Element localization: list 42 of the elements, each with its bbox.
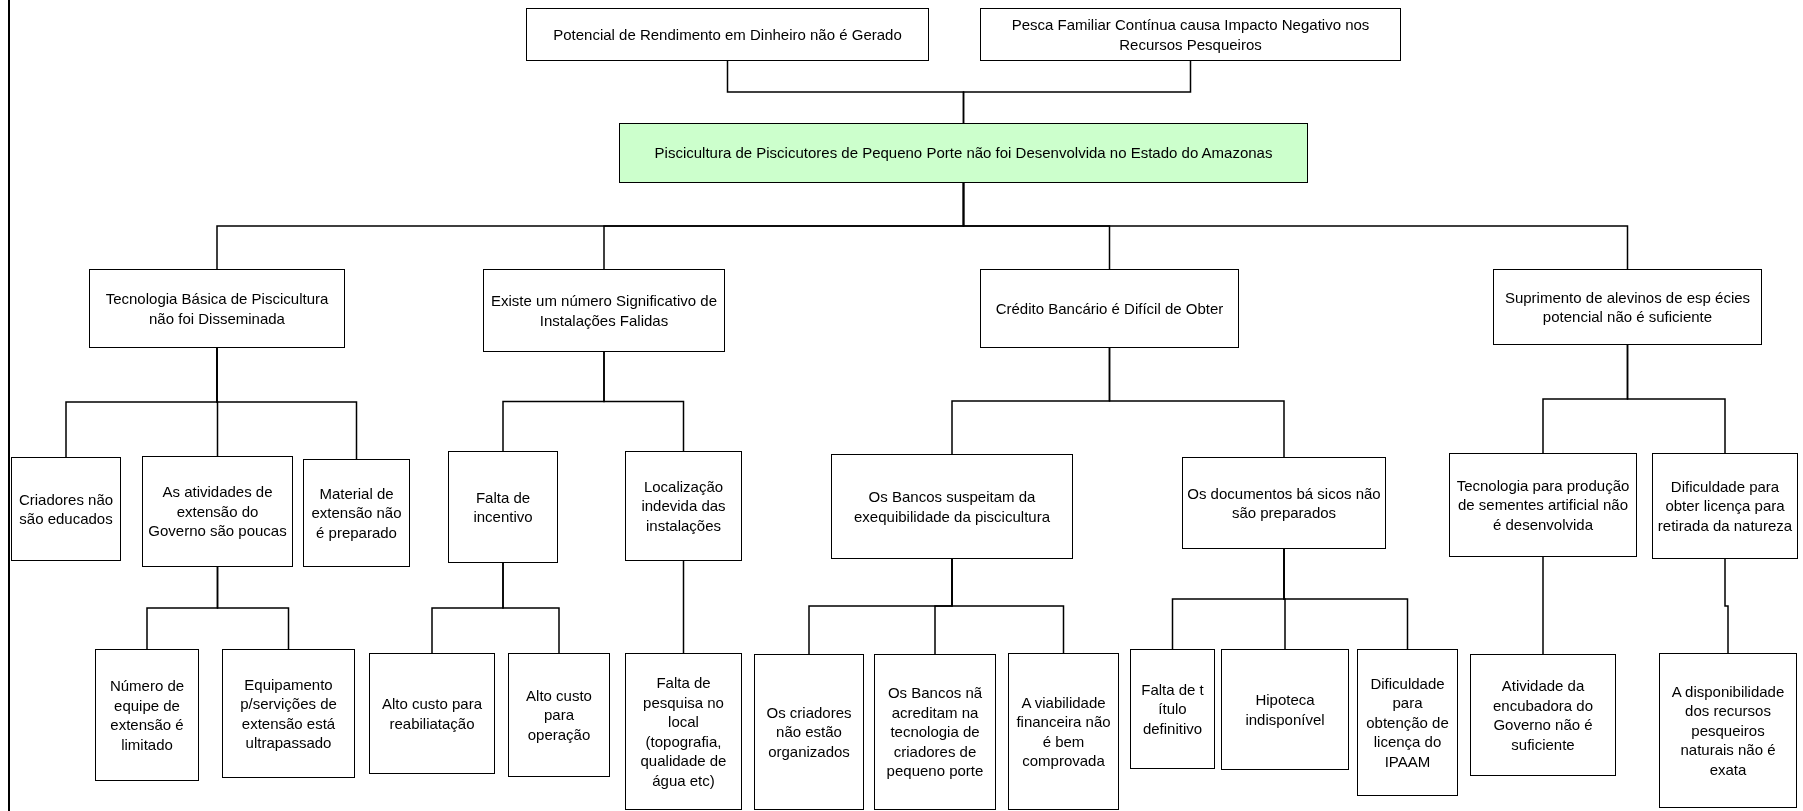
connector-line xyxy=(682,560,685,654)
connector-line xyxy=(962,60,1192,124)
cause-box: Suprimento de alevinos de esp écies potencial não é suficiente xyxy=(1493,269,1762,345)
cause-box: Os Bancos nã acreditam na tecnologia de criadores de pequeno porte xyxy=(874,654,996,810)
cause-box: Os criadores não estão organizados xyxy=(754,654,864,810)
connector-line xyxy=(1542,556,1544,655)
cause-box: Dificuldade para obter licença para retirada da natureza xyxy=(1652,453,1798,559)
connector-line xyxy=(1108,347,1285,458)
cause-box: Potencial de Rendimento em Dinheiro não é Gerado xyxy=(526,8,929,61)
cause-box: Criadores não são educados xyxy=(11,457,121,561)
cause-box: Falta de incentivo xyxy=(448,451,558,563)
connector-line xyxy=(962,182,1629,270)
cause-box: Dificuldade para obtenção de licença do IPAAM xyxy=(1357,649,1458,796)
connector-line xyxy=(502,562,560,654)
connector-line xyxy=(1283,548,1409,650)
cause-box: Equipamento p/servições de extensão está ultrapassado xyxy=(222,649,355,778)
cause-box: Hipoteca indisponível xyxy=(1221,649,1349,770)
connector-line xyxy=(216,566,290,650)
cause-box: Localização indevida das instalações xyxy=(625,451,742,561)
cause-box: Tecnologia para produção de sementes artificial não é desenvolvida xyxy=(1449,453,1637,557)
connector-line xyxy=(1724,558,1729,654)
core-problem-box: Piscicultura de Piscicutores de Pequeno Porte não foi Desenvolvida no Estado do Amazonas xyxy=(619,123,1308,183)
cause-box: Os documentos bá sicos não são preparados xyxy=(1182,457,1386,549)
cause-box: Pesca Familiar Contínua causa Impacto Negativo nos Recursos Pesqueiros xyxy=(980,8,1401,61)
cause-box: Atividade da encubadora do Governo não é suficiente xyxy=(1470,654,1616,776)
cause-box: Material de extensão não é preparado xyxy=(303,459,410,567)
connector-line xyxy=(951,558,1065,654)
cause-box: Crédito Bancário é Difícil de Obter xyxy=(980,269,1239,348)
cause-box: Alto custo para operação xyxy=(508,653,610,777)
cause-box: Falta de pesquisa no local (topografia, qualidade de água etc) xyxy=(625,653,742,810)
cause-box: As atividades de extensão do Governo são poucas xyxy=(142,456,293,567)
cause-box: Alto custo para reabiliatação xyxy=(369,653,495,774)
cause-box: A viabilidade financeira não é bem comprovada xyxy=(1008,653,1119,810)
cause-box: A disponibilidade dos recursos pesqueiros naturais não é exata xyxy=(1659,653,1797,808)
cause-box: Existe um número Significativo de Instalações Falidas xyxy=(483,269,725,352)
cause-box: Falta de t ítulo definitivo xyxy=(1130,649,1215,769)
cause-box: Tecnologia Básica de Piscicultura não foi Disseminada xyxy=(89,269,345,348)
connector-line xyxy=(1626,344,1726,454)
connector-line xyxy=(603,351,685,452)
cause-box: Número de equipe de extensão é limitado xyxy=(95,649,199,781)
cause-box: Os Bancos suspeitam da exequibilidade da piscicultura xyxy=(831,454,1073,559)
connector-line xyxy=(216,347,358,460)
